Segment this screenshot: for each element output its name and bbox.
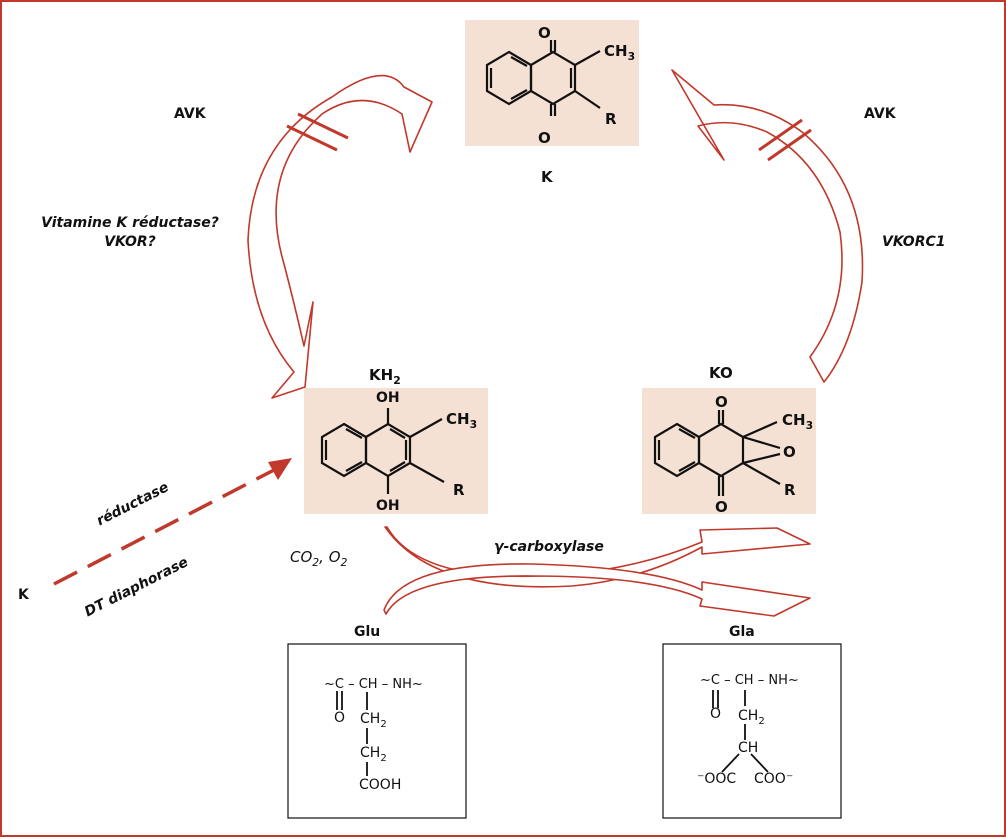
kh2-molecule-structure [320,408,445,494]
kh2-oh-bottom: OH [376,498,400,514]
gla-ch: CH [738,740,759,756]
glu-title: Glu [354,624,381,640]
gla-backbone: ~C – CH – NH~ [700,673,799,688]
glu-ch2-a: CH2 [360,711,387,730]
glu-backbone: ~C – CH – NH~ [324,677,423,692]
glu-box [287,643,467,819]
ko-ketone-o-top: O [715,393,728,411]
reduction-arrow-left [247,74,433,399]
gla-coo-right: COO⁻ [754,771,794,787]
k-ketone-o-bottom: O [538,129,551,147]
ko-ch3-label: CH3 [782,411,814,432]
vitamin-k-reductase-label: Vitamine K réductase? [41,215,219,231]
ko-molecule-bg [642,388,816,514]
avk-inhibition-mark-right [758,118,812,162]
k-input-label: K [18,587,29,603]
gla-ch2: CH2 [738,708,765,727]
avk-inhibition-mark-left [286,112,349,152]
gamma-carboxylase-label: γ-carboxylase [494,539,604,555]
glu-ch2-b: CH2 [360,745,387,764]
kh2-molecule-label: KH2 [369,366,401,387]
gla-box [662,643,842,819]
k-ch3-label: CH3 [604,42,636,63]
glu-carbonyl-o: O [334,710,346,726]
k-ketone-o-top: O [538,24,551,42]
k-r-label: R [605,110,617,128]
glu-cooh: COOH [359,777,402,793]
gla-coo-left: ⁻OOC [697,771,737,787]
ko-ketone-o-bottom: O [715,498,728,516]
vkor-label: VKOR? [104,234,156,250]
dt-diaphorase-arrowhead [268,458,292,480]
gla-bonds [712,690,769,773]
kh2-r-label: R [453,481,465,499]
kh2-oh-top: OH [376,390,400,406]
vkorc1-label: VKORC1 [882,234,946,250]
carboxylase-arrow-lower [383,563,811,617]
ko-epoxide-o: O [783,443,796,461]
k-molecule-label: K [541,168,553,186]
kh2-ch3-label: CH3 [446,410,478,431]
gla-title: Gla [729,624,755,640]
avk-label-right: AVK [864,106,896,122]
ko-molecule-label: KO [709,364,733,382]
ko-molecule-structure [653,410,781,496]
ko-r-label: R [784,481,796,499]
gla-carbonyl-o: O [710,706,722,722]
avk-label-left: AVK [174,106,206,122]
k-molecule-structure [485,40,601,116]
co2-o2-label: CO2, O2 [290,548,348,569]
dt-diaphorase-dashed-arrow [53,468,275,586]
glu-bonds [336,691,368,776]
recycling-arrow-right [671,69,864,383]
kh2-molecule-bg [304,388,488,514]
